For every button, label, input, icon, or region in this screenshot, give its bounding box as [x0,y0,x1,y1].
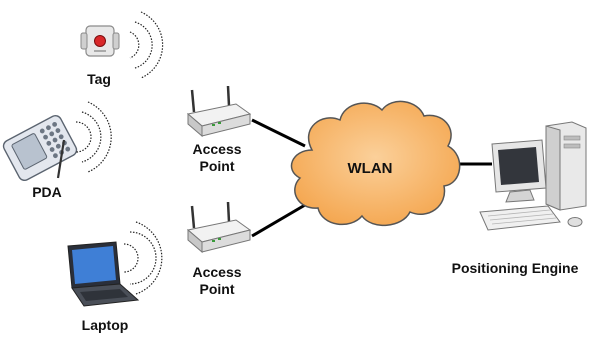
pda-signal-waves-icon [75,101,112,173]
access-point-2-label-line1: Access [192,264,242,280]
access-point-2-label-line2: Point [199,281,235,297]
laptop-device-icon [67,241,140,307]
access-point-2-label: Access Point [182,264,252,298]
wlan-label: WLAN [347,160,393,177]
positioning-engine-computer-icon [479,121,587,231]
laptop-label: Laptop [81,317,129,333]
tag-signal-waves-icon [129,11,164,79]
pda-label: PDA [32,184,62,200]
positioning-engine-label: Positioning Engine [451,260,579,276]
tag-device-icon [80,25,120,57]
access-point-1-icon [186,85,252,138]
access-point-1-label: Access Point [182,141,252,175]
link-ap1-wlan [251,118,306,148]
access-point-1-label-line2: Point [199,158,235,174]
laptop-signal-waves-icon [123,221,163,295]
tag-label: Tag [87,71,111,87]
link-ap2-wlan [251,203,306,238]
wlan-cloud [290,100,461,227]
pda-device-icon [2,114,78,182]
access-point-1-label-line1: Access [192,141,242,157]
access-point-2-icon [186,201,252,254]
